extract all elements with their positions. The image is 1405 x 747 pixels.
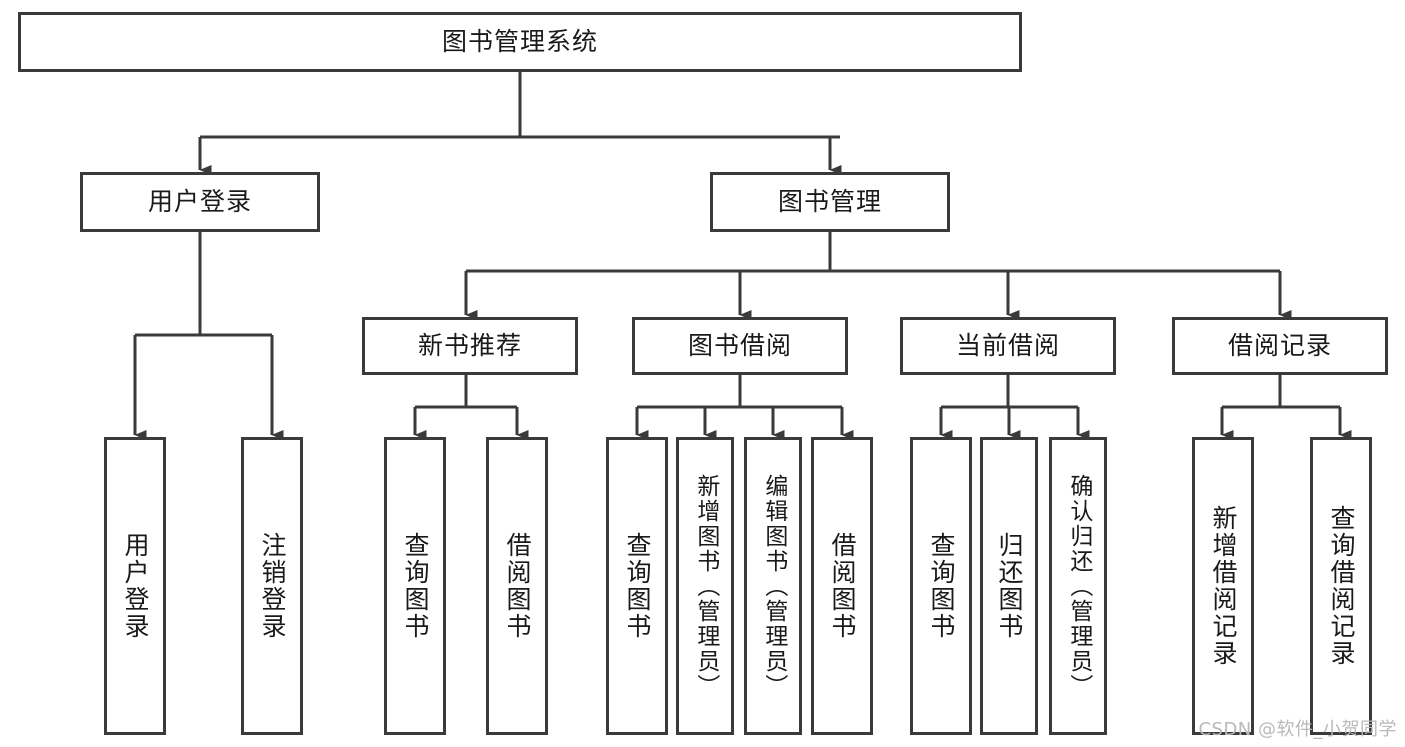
node-leaf-query-book-3-label: 查询图书 [927, 532, 956, 640]
node-user-login[interactable]: 用户登录 [80, 172, 320, 232]
node-book-management[interactable]: 图书管理 [710, 172, 950, 232]
node-leaf-add-record[interactable]: 新增借阅记录 [1192, 437, 1254, 735]
node-user-login-label: 用户登录 [147, 187, 252, 217]
node-leaf-borrow-book-2[interactable]: 借阅图书 [811, 437, 873, 735]
node-leaf-user-login-label: 用户登录 [121, 532, 150, 640]
node-leaf-add-book[interactable]: 新增图书（管理员） [676, 437, 734, 735]
node-leaf-query-book-1[interactable]: 查询图书 [384, 437, 446, 735]
node-new-book-recommend[interactable]: 新书推荐 [362, 317, 578, 375]
node-leaf-borrow-book-1[interactable]: 借阅图书 [486, 437, 548, 735]
node-leaf-user-login[interactable]: 用户登录 [104, 437, 166, 735]
node-borrow-record[interactable]: 借阅记录 [1172, 317, 1388, 375]
node-current-borrow[interactable]: 当前借阅 [900, 317, 1116, 375]
node-root[interactable]: 图书管理系统 [18, 12, 1022, 72]
node-leaf-borrow-book-1-label: 借阅图书 [503, 532, 532, 640]
node-leaf-add-record-label: 新增借阅记录 [1209, 505, 1238, 667]
node-leaf-query-book-2[interactable]: 查询图书 [606, 437, 668, 735]
node-leaf-user-logout-label: 注销登录 [258, 532, 287, 640]
node-leaf-edit-book[interactable]: 编辑图书（管理员） [744, 437, 802, 735]
node-book-borrow-label: 图书借阅 [687, 331, 792, 361]
node-leaf-query-book-1-label: 查询图书 [401, 532, 430, 640]
node-leaf-query-record-label: 查询借阅记录 [1327, 505, 1356, 667]
node-leaf-query-book-2-label: 查询图书 [623, 532, 652, 640]
node-borrow-record-label: 借阅记录 [1227, 331, 1332, 361]
node-root-label: 图书管理系统 [441, 27, 598, 57]
node-leaf-borrow-book-2-label: 借阅图书 [828, 532, 857, 640]
node-book-management-label: 图书管理 [777, 187, 882, 217]
node-book-borrow[interactable]: 图书借阅 [632, 317, 848, 375]
node-leaf-query-book-3[interactable]: 查询图书 [910, 437, 972, 735]
node-leaf-confirm-return[interactable]: 确认归还（管理员） [1049, 437, 1107, 735]
node-new-book-recommend-label: 新书推荐 [417, 331, 522, 361]
csdn-watermark: CSDN @软件_小贺同学 [1198, 719, 1397, 740]
node-leaf-return-book[interactable]: 归还图书 [980, 437, 1038, 735]
node-leaf-query-record[interactable]: 查询借阅记录 [1310, 437, 1372, 735]
node-leaf-edit-book-label: 编辑图书（管理员） [760, 473, 787, 699]
node-leaf-return-book-label: 归还图书 [995, 532, 1024, 640]
node-current-borrow-label: 当前借阅 [955, 331, 1060, 361]
node-leaf-add-book-label: 新增图书（管理员） [692, 473, 719, 699]
node-leaf-user-logout[interactable]: 注销登录 [241, 437, 303, 735]
node-leaf-confirm-return-label: 确认归还（管理员） [1065, 473, 1092, 699]
